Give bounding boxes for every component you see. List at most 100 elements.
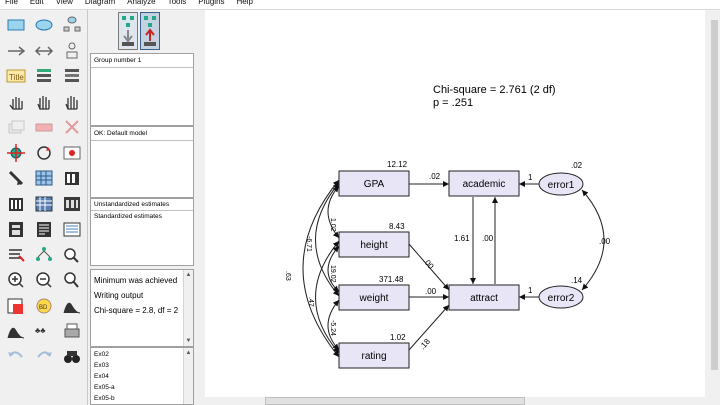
zoom-in-tool-button[interactable] xyxy=(32,269,56,291)
select-data-files-tool-button[interactable] xyxy=(4,193,28,215)
scroll-up-icon[interactable]: ▲ xyxy=(185,272,192,278)
menu-edit[interactable]: Edit xyxy=(29,0,44,6)
add-unique-variable-tool-button[interactable] xyxy=(60,40,84,62)
covariance-gpa-weight[interactable] xyxy=(315,182,340,297)
draw-covariance-tool-button[interactable] xyxy=(32,40,56,62)
file-item[interactable]: Ex03 xyxy=(94,362,109,369)
save-diagram-tool-button[interactable] xyxy=(60,218,84,240)
rating-box[interactable] xyxy=(338,342,410,369)
calculate-estimates-tool-button[interactable] xyxy=(60,193,84,215)
horizontal-scrollbar[interactable] xyxy=(205,397,705,405)
file-item[interactable]: Ex04 xyxy=(94,373,109,380)
reposition-diagram-tool-button[interactable] xyxy=(32,167,56,189)
touch-up-tool-button[interactable] xyxy=(60,167,84,189)
file-item[interactable]: Ex05-b xyxy=(94,395,115,402)
view-output-path-diagram-button[interactable] xyxy=(140,12,160,50)
files-pane: Ex02 Ex03 Ex04 Ex05-a Ex05-b ▲ xyxy=(90,347,194,405)
node-height[interactable]: height xyxy=(338,231,410,258)
scroll-up-icon[interactable]: ▲ xyxy=(185,350,192,356)
redo-tool-button[interactable] xyxy=(32,346,56,368)
bayesian-estimation-tool-button[interactable] xyxy=(4,320,28,342)
menu-tools[interactable]: Tools xyxy=(167,0,187,6)
node-error1[interactable]: error1 xyxy=(538,172,584,196)
covariance-gpa-rating[interactable] xyxy=(302,179,340,358)
node-attract[interactable]: attract xyxy=(448,284,520,311)
menu-plugins[interactable]: Plugins xyxy=(198,0,225,6)
duplicate-tool-button[interactable] xyxy=(4,116,28,138)
duplicate-icon xyxy=(8,120,25,134)
menu-view[interactable]: View xyxy=(55,0,73,6)
list-variables-model-tool-button[interactable] xyxy=(32,65,56,87)
drawing-canvas[interactable]: Chi-square = 2.761 (2 df) p = .251 xyxy=(205,10,705,397)
error2-ellipse[interactable] xyxy=(538,285,584,309)
vertical-scrollbar[interactable] xyxy=(709,10,720,405)
zoom-in-area-tool-button[interactable] xyxy=(4,269,28,291)
weight-box[interactable] xyxy=(338,284,410,311)
rotate-indicators-tool-button[interactable] xyxy=(32,142,56,164)
node-gpa[interactable]: GPA xyxy=(338,170,410,197)
menu-help[interactable]: Help xyxy=(236,0,253,6)
attract-label: attract xyxy=(470,293,498,304)
multiple-group-tool-button[interactable]: ♣♣ xyxy=(32,320,56,342)
covariance-height-rating[interactable] xyxy=(315,240,340,354)
erase-tool-button[interactable] xyxy=(60,116,84,138)
print-tool-button[interactable] xyxy=(60,320,84,342)
height-box[interactable] xyxy=(338,231,410,258)
messages-scrollbar[interactable]: ▲ ▼ xyxy=(183,270,193,346)
specification-search-tool-button[interactable] xyxy=(60,346,84,368)
file-item[interactable]: Ex02 xyxy=(94,351,109,358)
scroll-down-icon[interactable]: ▼ xyxy=(185,338,192,344)
error1-ellipse[interactable] xyxy=(538,172,584,196)
select-all-tool-button[interactable] xyxy=(32,91,56,113)
copy-to-clipboard-tool-button[interactable] xyxy=(4,218,28,240)
node-weight[interactable]: weight xyxy=(338,284,410,311)
object-properties-tool-button[interactable] xyxy=(4,244,28,266)
draw-unobserved-tool-button[interactable] xyxy=(32,14,56,36)
figure-caption-tool-button[interactable]: Title xyxy=(4,65,28,87)
menu-file[interactable]: File xyxy=(5,0,18,6)
estimates-pane: Unstandardized estimates Standardized es… xyxy=(90,198,194,266)
list-variables-dataset-tool-button[interactable] xyxy=(60,65,84,87)
draw-observed-tool-button[interactable] xyxy=(4,14,28,36)
drag-properties-tool-button[interactable] xyxy=(32,244,56,266)
attract-box[interactable] xyxy=(448,284,520,311)
horizontal-scroll-thumb[interactable] xyxy=(265,397,525,405)
unstandardized-estimates-item[interactable]: Unstandardized estimates xyxy=(91,199,193,211)
covariance-error1-error2[interactable] xyxy=(581,189,605,291)
view-input-path-diagram-button[interactable] xyxy=(118,12,138,50)
group-item[interactable]: Group number 1 xyxy=(91,54,193,68)
zoom-page-tool-button[interactable] xyxy=(4,295,28,317)
menu-analyze[interactable]: Analyze xyxy=(127,0,156,6)
move-tool-button[interactable] xyxy=(32,116,56,138)
change-shape-tool-button[interactable] xyxy=(4,142,28,164)
path-height-attract[interactable] xyxy=(408,243,450,291)
fit-to-page-tool-button[interactable]: BD xyxy=(32,295,56,317)
move-parameters-tool-button[interactable] xyxy=(4,167,28,189)
draw-indicator-tool-button[interactable] xyxy=(60,14,84,36)
model-item[interactable]: OK: Default model xyxy=(91,127,193,141)
reflect-indicators-tool-button[interactable] xyxy=(60,142,84,164)
standardized-estimates-item[interactable]: Standardized estimates xyxy=(94,213,162,220)
file-item[interactable]: Ex05-a xyxy=(94,384,115,391)
draw-path-tool-button[interactable] xyxy=(4,40,28,62)
analysis-properties-tool-button[interactable] xyxy=(32,193,56,215)
gpa-box[interactable] xyxy=(338,170,410,197)
loupe-tool-button[interactable] xyxy=(60,295,84,317)
svg-text:BD: BD xyxy=(39,305,48,311)
view-text-output-tool-button[interactable] xyxy=(32,218,56,240)
zoom-page-icon xyxy=(7,298,23,314)
path-rating-attract[interactable] xyxy=(408,304,450,351)
files-scrollbar[interactable]: ▲ xyxy=(183,348,193,404)
zoom-out-tool-button[interactable] xyxy=(60,269,84,291)
vertical-scroll-thumb[interactable] xyxy=(711,20,718,370)
preserve-symmetries-tool-button[interactable] xyxy=(60,244,84,266)
node-rating[interactable]: rating xyxy=(338,342,410,369)
academic-box[interactable] xyxy=(448,170,520,197)
menu-diagram[interactable]: Diagram xyxy=(84,0,116,6)
node-academic[interactable]: academic xyxy=(448,170,520,197)
undo-tool-button[interactable] xyxy=(4,346,28,368)
node-error2[interactable]: error2 xyxy=(538,285,584,309)
side-panel: Group number 1 OK: Default model Unstand… xyxy=(89,10,195,405)
deselect-all-tool-button[interactable] xyxy=(60,91,84,113)
select-one-tool-button[interactable] xyxy=(4,91,28,113)
